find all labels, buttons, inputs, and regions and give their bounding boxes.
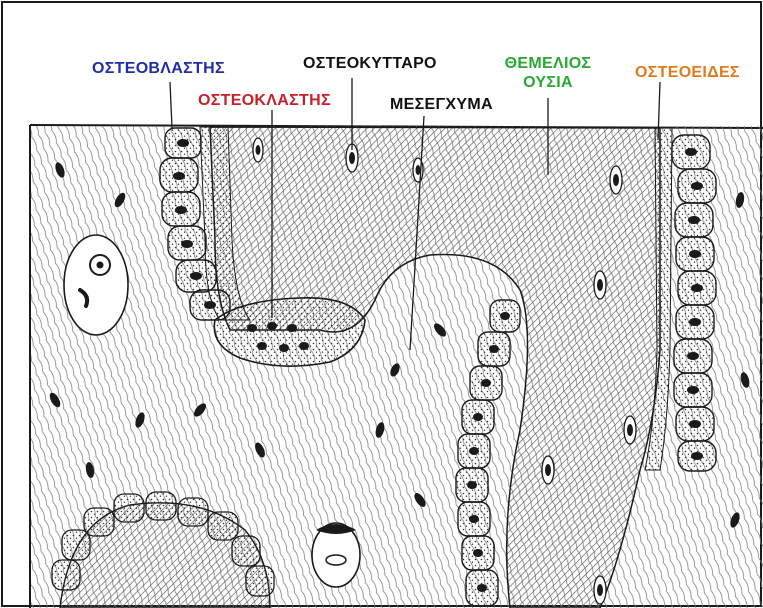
label-osteoid: ΟΣΤΕΟΕΙΔΕΣ xyxy=(635,64,740,82)
blood-vessel-left xyxy=(64,235,128,335)
label-ground-substance-line1: ΘΕΜΕΛΙΟΣ xyxy=(496,54,600,73)
label-osteoblast: ΟΣΤΕΟΒΛΑΣΤΗΣ xyxy=(92,60,225,78)
label-ground-substance: ΘΕΜΕΛΙΟΣ ΟΥΣΙΑ xyxy=(496,54,600,92)
blood-vessel-bottom xyxy=(312,523,360,587)
label-osteoclast: ΟΣΤΕΟΚΛΑΣΤΗΣ xyxy=(198,92,331,110)
label-mesenchyme: ΜΕΣΕΓΧΥΜΑ xyxy=(390,96,493,114)
label-ground-substance-line2: ΟΥΣΙΑ xyxy=(496,73,600,92)
osteoclast-cell xyxy=(214,298,365,366)
label-osteocyte: ΟΣΤΕΟΚΥΤΤΑΡΟ xyxy=(303,55,437,73)
